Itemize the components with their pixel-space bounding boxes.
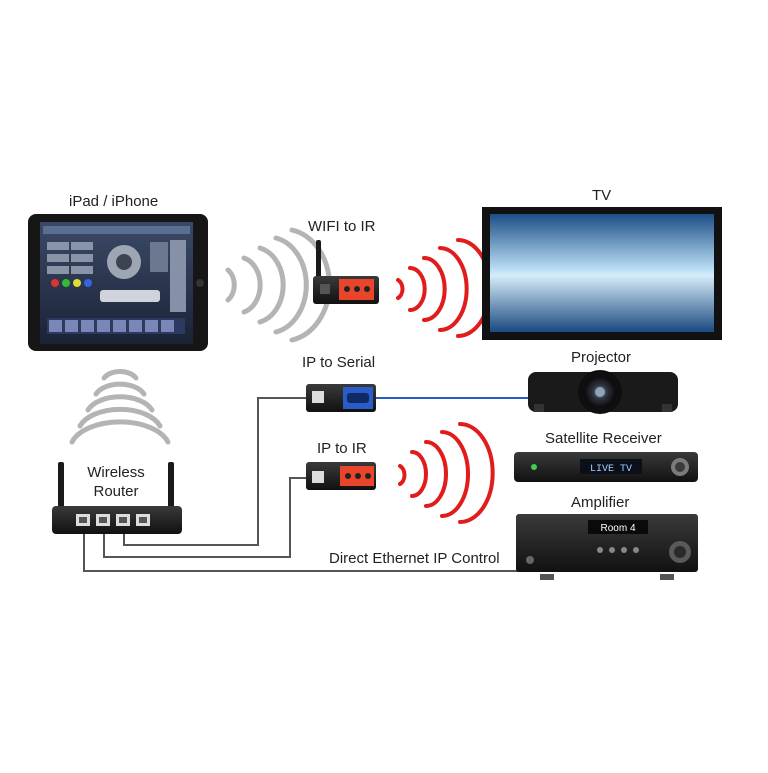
label-satellite-receiver: Satellite Receiver [545,430,662,447]
label-projector: Projector [571,349,632,366]
wifi-to-ir-adapter-icon [313,240,379,304]
label-wifi-to-ir: WIFI to IR [308,218,376,235]
satellite-display-text: LIVE TV [590,464,632,475]
label-wireless-router: Wireless Router [76,463,156,501]
tv-icon [482,207,722,340]
label-wireless-router-line1: Wireless [87,464,145,481]
label-wireless-router-line2: Router [93,483,139,500]
label-amplifier: Amplifier [571,494,630,511]
ethernet-cable-amplifier [83,528,520,572]
label-tv: TV [592,187,612,204]
ip-to-serial-adapter-icon [306,384,376,412]
ethernet-cable-ip-to-ir [103,477,312,558]
amplifier-icon [516,514,698,580]
ir-signal-waves-satellite [398,422,495,524]
ip-to-ir-adapter-icon [306,462,376,490]
cables [83,397,520,572]
ethernet-cable-ip-to-serial [123,397,312,546]
satellite-receiver-icon [514,452,698,482]
label-direct-ethernet: Direct Ethernet IP Control [329,550,500,567]
tablet-icon [28,214,208,351]
router-wifi-waves [69,369,171,445]
label-ipad: iPad / iPhone [69,193,159,210]
router-icon [52,462,182,534]
label-ip-to-serial: IP to Serial [302,354,376,371]
amplifier-display-text: Room 4 [600,523,635,534]
ir-signal-waves-tv [396,238,492,338]
projector-icon [528,370,678,414]
label-ip-to-ir: IP to IR [317,440,367,457]
